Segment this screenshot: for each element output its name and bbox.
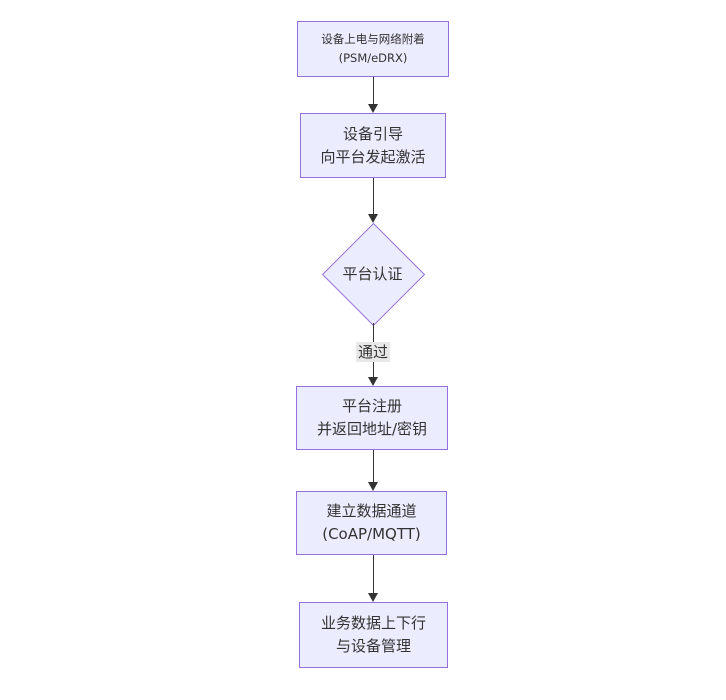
edge-register-to-channel [368,450,379,491]
edge-channel-to-business [368,555,379,602]
arrow-down-icon [368,214,378,223]
edge-line [372,450,374,483]
node-platform-auth-decision: 平台认证 [321,222,425,326]
node-device-power-attach: 设备上电与网络附着 (PSM/eDRX) [297,21,449,77]
arrow-down-icon [368,593,378,602]
node-text-line: 平台认证 [342,265,403,283]
node-data-channel: 建立数据通道 (CoAP/MQTT) [296,491,447,555]
node-business-data-management: 业务数据上下行 与设备管理 [299,602,448,668]
node-text-line: 向平台发起激活 [320,147,426,166]
node-platform-register: 平台注册 并返回地址/密钥 [296,386,448,450]
arrow-down-icon [368,482,378,491]
node-text-line: 建立数据通道 [326,502,417,520]
arrow-down-icon [368,377,378,386]
node-text-line: (PSM/eDRX) [338,51,408,65]
node-text-line: 与设备管理 [335,637,411,655]
edge-line [372,178,374,215]
node-device-bootstrap: 设备引导 向平台发起激活 [300,113,446,178]
node-text-line: 平台注册 [341,397,402,415]
edge-label-pass: 通过 [355,342,391,362]
node-text-line: (CoAP/MQTT) [322,525,421,543]
edge-line [372,77,374,105]
node-text-line: 设备上电与网络附着 [321,32,425,46]
edge-line [372,555,374,594]
edge-attach-to-bootstrap [368,77,379,113]
node-text-line: 设备引导 [342,124,403,143]
edge-auth-to-register: 通过 [355,323,391,386]
arrow-down-icon [368,104,378,113]
edge-bootstrap-to-auth [368,178,379,223]
node-text-line: 并返回地址/密钥 [316,420,428,438]
node-text-line: 业务数据上下行 [320,614,426,632]
